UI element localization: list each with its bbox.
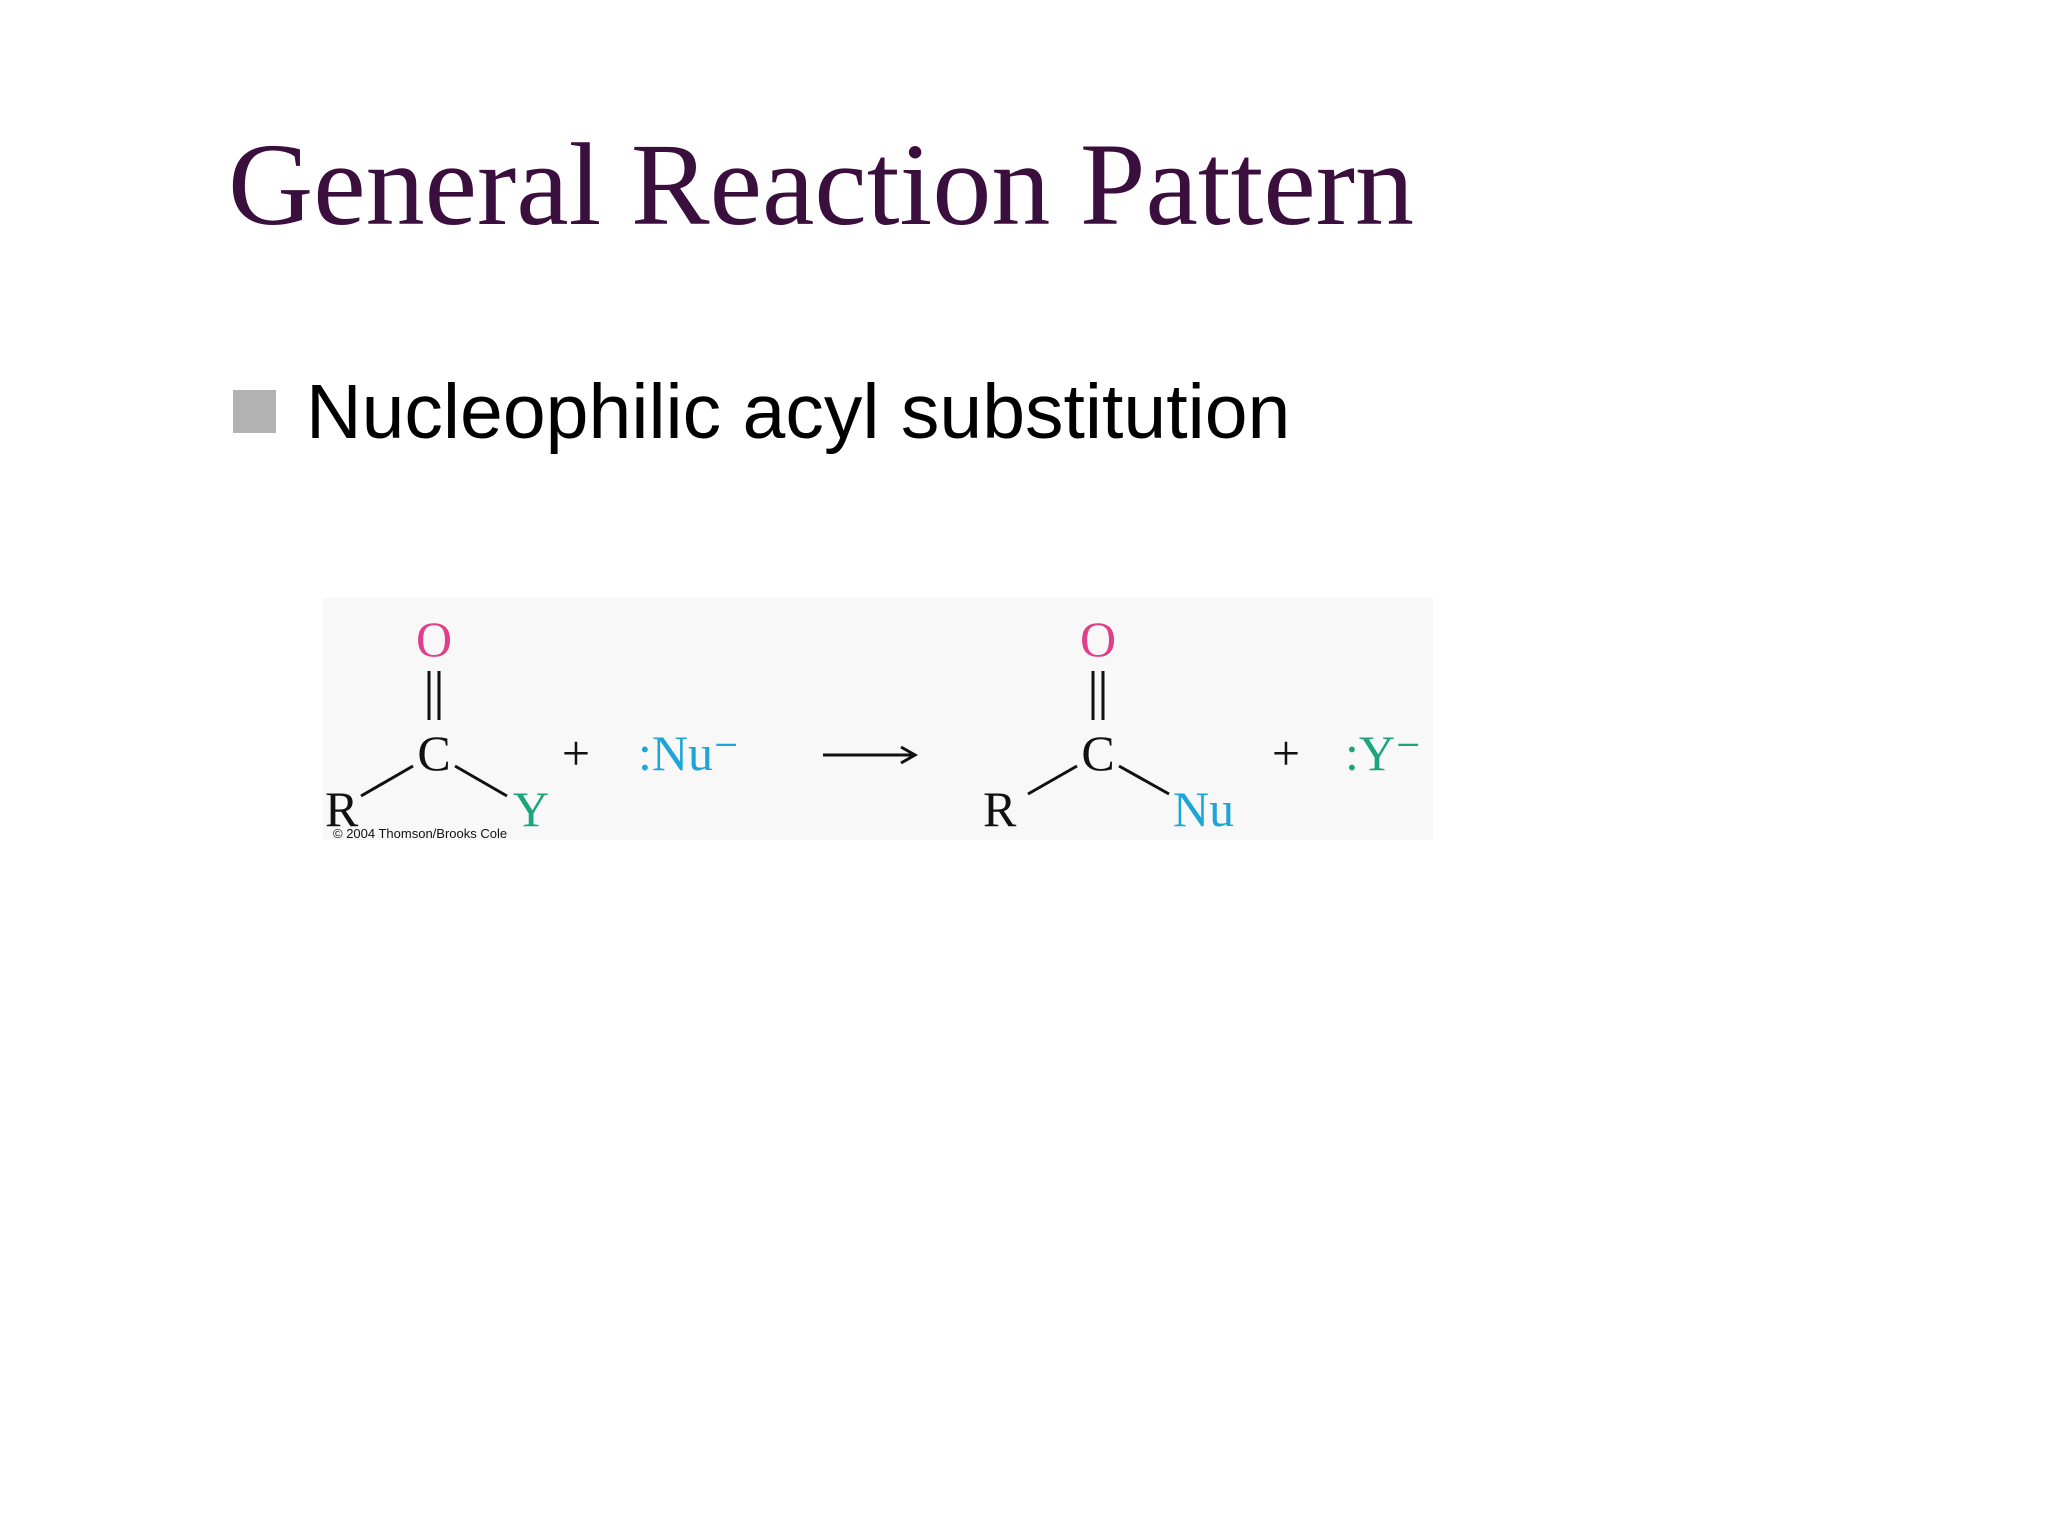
copyright-notice: © 2004 Thomson/Brooks Cole bbox=[333, 826, 507, 841]
product-nu-bond bbox=[1118, 764, 1170, 796]
product-r-group: R bbox=[983, 781, 1017, 837]
product-carbon: C bbox=[1081, 725, 1114, 781]
product-structure: O C R Nu bbox=[983, 611, 1234, 837]
reactant-oxygen: O bbox=[416, 611, 452, 667]
reactant-r-group: R bbox=[325, 781, 359, 837]
reactant-leaving-group: Y bbox=[513, 781, 549, 837]
product-nucleophile-group: Nu bbox=[1173, 781, 1234, 837]
reactant-y-bond bbox=[454, 764, 508, 798]
square-bullet-icon bbox=[233, 390, 276, 433]
product-oxygen: O bbox=[1080, 611, 1116, 667]
reactant-structure: O C R Y © 2004 Thomson/Brooks Cole bbox=[325, 611, 549, 841]
plus-sign-2: + bbox=[1272, 725, 1300, 781]
reactant-carbon: C bbox=[417, 725, 450, 781]
reaction-diagram: O C R Y © 2004 Thomson/Brooks Cole + :Nu… bbox=[323, 598, 1433, 841]
reaction-arrow bbox=[823, 745, 919, 765]
nucleophile-label: :Nu⁻ bbox=[638, 725, 739, 781]
product-r-bond bbox=[1027, 764, 1078, 796]
bullet-text: Nucleophilic acyl substitution bbox=[306, 369, 1291, 455]
leaving-ion-label: :Y⁻ bbox=[1345, 725, 1421, 781]
reaction-svg: O C R Y © 2004 Thomson/Brooks Cole + :Nu… bbox=[325, 611, 1421, 841]
arrow-head-icon bbox=[900, 745, 919, 765]
slide-title: General Reaction Pattern bbox=[228, 119, 1415, 250]
reactant-r-bond bbox=[360, 764, 414, 798]
plus-sign-1: + bbox=[562, 725, 590, 781]
